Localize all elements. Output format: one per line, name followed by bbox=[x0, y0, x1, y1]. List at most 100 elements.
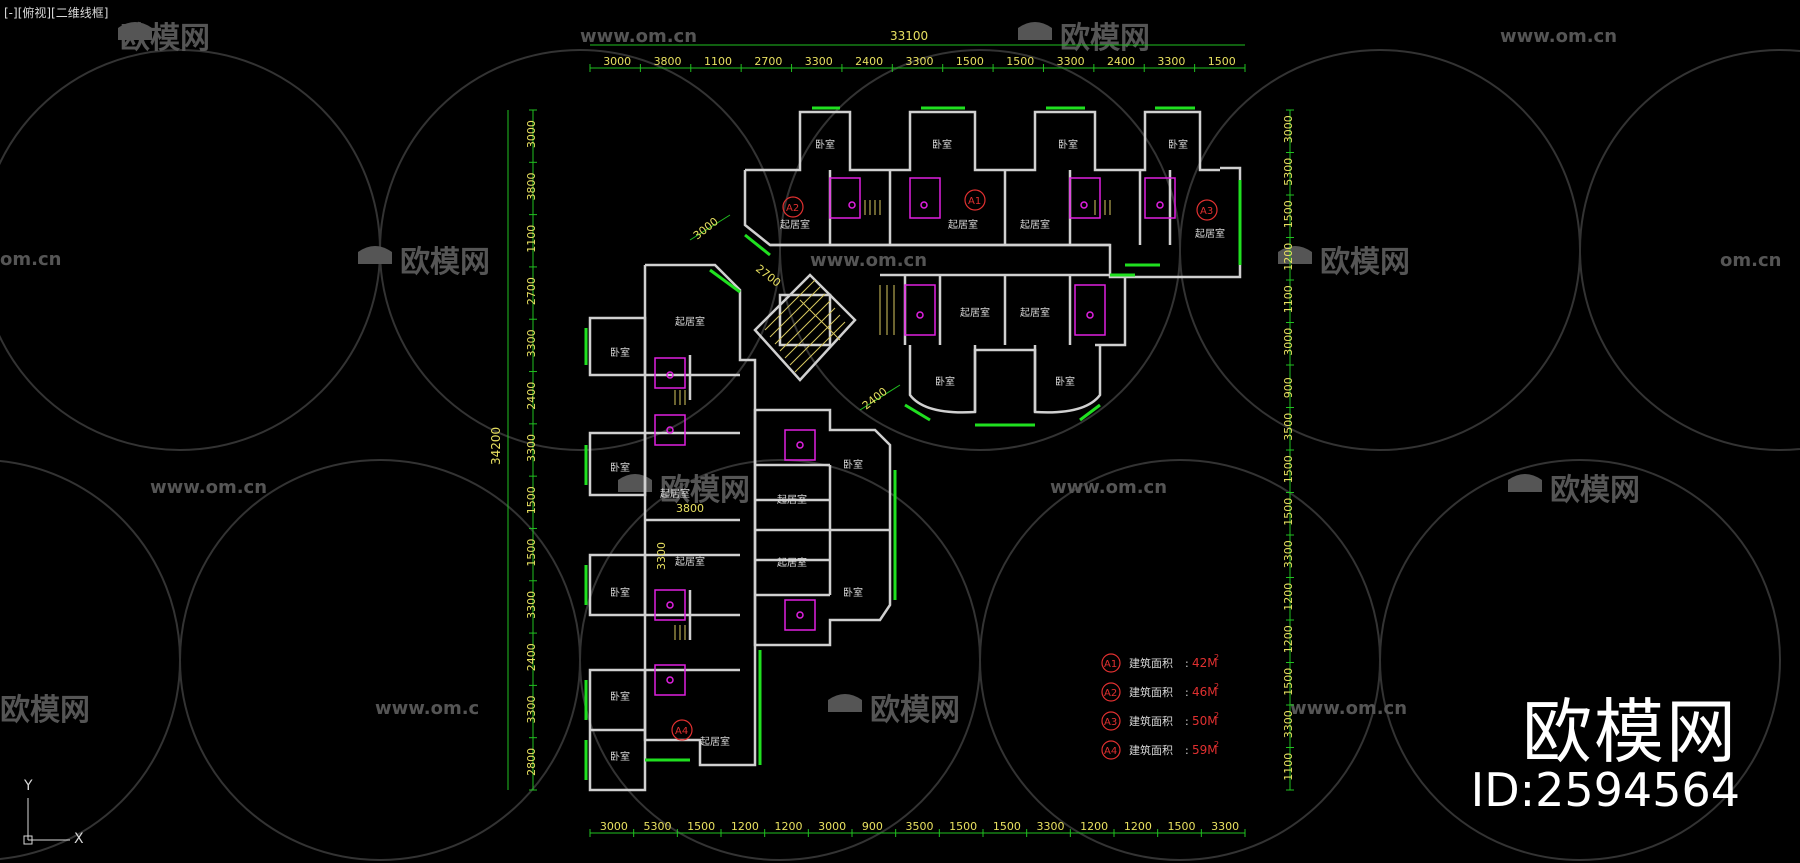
unit-tag: A3 bbox=[1200, 206, 1213, 217]
dimension-value: 900 bbox=[862, 820, 883, 833]
dimension-value: 1500 bbox=[1168, 820, 1196, 833]
dimension-value: 3500 bbox=[1282, 413, 1295, 441]
legend-unit-sup: 2 bbox=[1214, 653, 1219, 662]
room-label: 起居室 bbox=[777, 493, 807, 506]
legend-unit-sup: 2 bbox=[1214, 682, 1219, 691]
dimension-value: 2400 bbox=[525, 382, 538, 410]
wm-brand: 欧模网 bbox=[1060, 21, 1150, 56]
dimension-value: 1500 bbox=[687, 820, 715, 833]
dimension-value: 3000 bbox=[818, 820, 846, 833]
dimension-value: 1500 bbox=[1282, 668, 1295, 696]
inner-dim-b: 3300 bbox=[655, 542, 668, 570]
dimension-value: 3300 bbox=[525, 329, 538, 357]
legend-label: 建筑面积 bbox=[1129, 685, 1173, 699]
legend-label: 建筑面积 bbox=[1129, 714, 1173, 728]
legend-value: 50M bbox=[1192, 714, 1218, 728]
dimension-value: 3800 bbox=[654, 55, 682, 68]
dimension-value: 2800 bbox=[525, 748, 538, 776]
floor-plan-windows bbox=[584, 106, 1242, 780]
dimension-value: 1100 bbox=[525, 225, 538, 253]
dimension-value: 3300 bbox=[1057, 55, 1085, 68]
inner-dim-a: 3800 bbox=[676, 502, 704, 515]
dimension-value: 3300 bbox=[805, 55, 833, 68]
wm-site: www.om.cn bbox=[1050, 477, 1167, 498]
unit-tag: A2 bbox=[786, 203, 799, 214]
room-label: 起居室 bbox=[675, 315, 705, 328]
dimension-value: 1100 bbox=[1282, 285, 1295, 313]
wm-brand: 欧模网 bbox=[400, 245, 490, 280]
wm-site: www.om.cn bbox=[1290, 698, 1407, 719]
staircase bbox=[674, 200, 1111, 640]
sofa-logo-icon bbox=[1508, 474, 1542, 492]
unit-tag: A1 bbox=[968, 196, 981, 207]
legend-colon: : bbox=[1185, 715, 1189, 728]
unit-tags: A2 A1 A3 A4 bbox=[671, 189, 1218, 741]
watermark-circles bbox=[0, 49, 1800, 861]
dimension-value: 3000 bbox=[525, 120, 538, 148]
diag-dim-1: 3000 bbox=[691, 215, 721, 242]
top-total-dim: 33100 bbox=[890, 29, 928, 43]
wm-site: www.om.cn bbox=[580, 26, 697, 47]
right-dimension-chain: 3000530015001200110030009003500150015003… bbox=[1282, 109, 1295, 791]
room-label: 起居室 bbox=[1195, 227, 1225, 240]
dimension-value: 1500 bbox=[525, 486, 538, 514]
dimension-value: 2400 bbox=[855, 55, 883, 68]
sofa-logo-icon bbox=[1018, 22, 1052, 40]
diag-dim-3: 2400 bbox=[860, 385, 890, 412]
dimension-value: 3300 bbox=[1157, 55, 1185, 68]
dimension-value: 1200 bbox=[1282, 243, 1295, 271]
room-label: 卧室 bbox=[610, 690, 630, 703]
dimension-value: 1100 bbox=[704, 55, 732, 68]
legend-tag: A4 bbox=[1104, 746, 1117, 757]
dimension-value: 1500 bbox=[1282, 455, 1295, 483]
sofa-logo-icon bbox=[828, 694, 862, 712]
room-label: 卧室 bbox=[815, 138, 835, 151]
dimension-value: 1200 bbox=[775, 820, 803, 833]
legend-value: 59M bbox=[1192, 743, 1218, 757]
wm-site-partial2: www.om.c bbox=[375, 698, 479, 719]
dimension-value: 1500 bbox=[949, 820, 977, 833]
dimension-value: 1500 bbox=[1282, 200, 1295, 228]
floor-plan-walls bbox=[588, 110, 1242, 792]
room-label: 起居室 bbox=[777, 556, 807, 569]
legend-value: 46M bbox=[1192, 685, 1218, 699]
dimension-value: 1500 bbox=[1208, 55, 1236, 68]
dimension-value: 2400 bbox=[1107, 55, 1135, 68]
dimension-value: 3000 bbox=[600, 820, 628, 833]
room-label: 起居室 bbox=[948, 218, 978, 231]
wm-site: www.om.cn bbox=[810, 250, 927, 271]
dimension-value: 3000 bbox=[1282, 115, 1295, 143]
legend-tag: A2 bbox=[1104, 688, 1117, 699]
legend-value: 42M bbox=[1192, 656, 1218, 670]
sofa-logo-icon bbox=[1278, 246, 1312, 264]
brand-watermark-large: 欧模网 bbox=[1522, 691, 1738, 773]
sofa-logo-icon bbox=[618, 474, 652, 492]
dimension-value: 1500 bbox=[525, 539, 538, 567]
dimension-value: 3000 bbox=[603, 55, 631, 68]
room-label: 卧室 bbox=[843, 458, 863, 471]
dimension-value: 1500 bbox=[993, 820, 1021, 833]
wm-brand: 欧模网 bbox=[870, 693, 960, 728]
dimension-value: 3300 bbox=[906, 55, 934, 68]
dimension-value: 3300 bbox=[525, 434, 538, 462]
dimension-value: 2700 bbox=[525, 277, 538, 305]
viewport-control-label[interactable]: [-][俯视][二维线框] bbox=[4, 6, 109, 20]
dimension-value: 3300 bbox=[1282, 710, 1295, 738]
wm-site: www.om.cn bbox=[1500, 26, 1617, 47]
room-label: 起居室 bbox=[960, 306, 990, 319]
dimension-value: 1200 bbox=[1282, 625, 1295, 653]
wm-brand-partial: 欧模网 bbox=[0, 693, 90, 728]
watermark-logo-icons bbox=[118, 22, 1542, 712]
left-dimension-chain: 34200 3000380011002700330024003300150015… bbox=[489, 109, 538, 791]
legend-tag: A1 bbox=[1104, 659, 1117, 670]
left-total-dim: 34200 bbox=[489, 427, 503, 465]
dimension-value: 3500 bbox=[906, 820, 934, 833]
room-label: 起居室 bbox=[780, 218, 810, 231]
legend-colon: : bbox=[1185, 686, 1189, 699]
ucs-x-label: X bbox=[74, 831, 84, 847]
